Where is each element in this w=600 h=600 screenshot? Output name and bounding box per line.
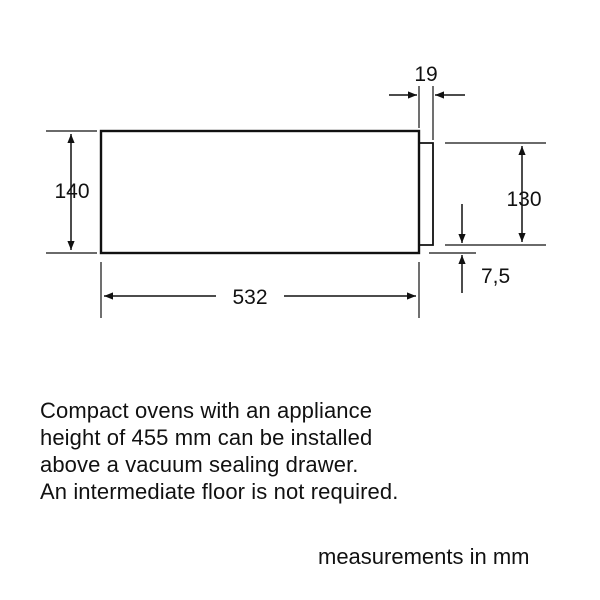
units-label: measurements in mm — [318, 544, 530, 569]
drawer-body-step — [419, 142, 434, 246]
dimension-label-offset: 7,5 — [481, 265, 510, 288]
dimension-label-width: 532 — [232, 286, 267, 309]
note-line-1: Compact ovens with an appliance — [40, 398, 373, 423]
dimension-label-height-front: 140 — [54, 180, 89, 203]
dimension-label-height-body: 130 — [506, 188, 541, 211]
note-line-2: height of 455 mm can be installed — [40, 425, 373, 450]
drawer-front-outline — [99, 129, 421, 255]
installation-note: Compact ovens with an appliance height o… — [40, 397, 398, 505]
note-line-4: An intermediate floor is not required. — [40, 479, 399, 504]
dimension-label-depth-panel: 19 — [414, 63, 437, 86]
note-line-3: above a vacuum sealing drawer. — [40, 452, 359, 477]
